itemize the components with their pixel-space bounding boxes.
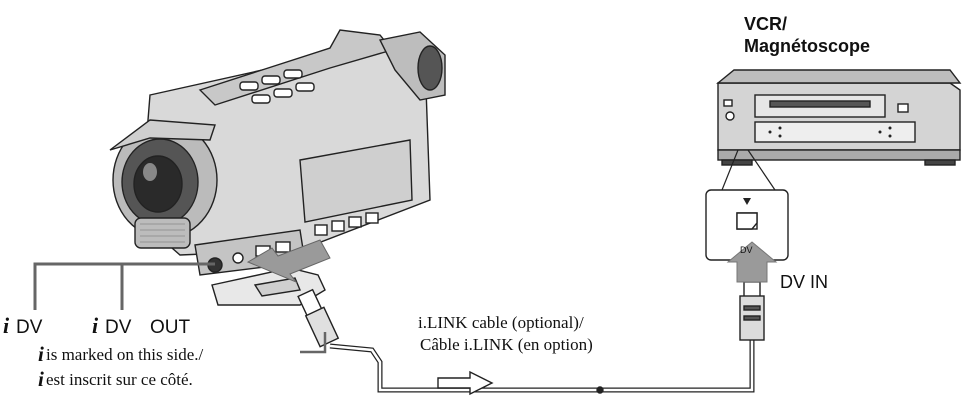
marked-label-en: is marked on this side./ — [46, 345, 204, 364]
jack-bracket — [35, 264, 215, 310]
cable-label-en: i.LINK cable (optional)/ — [418, 313, 584, 332]
ilink-glyph-4: i — [38, 367, 44, 391]
ilink-glyph-3: i — [38, 342, 44, 366]
magnetoscope-label: Magnétoscope — [744, 36, 870, 56]
vcr-icon — [718, 70, 960, 165]
cable-label-fr: Câble i.LINK (en option) — [420, 335, 593, 354]
dv-port-label: DV — [740, 245, 753, 255]
ilink-glyph-2: i — [92, 313, 99, 338]
jack-out-label: OUT — [150, 317, 191, 338]
dv-in-label: DV IN — [780, 272, 828, 292]
marked-label-fr: est inscrit sur ce côté. — [46, 370, 193, 389]
vcr-label: VCR/ — [744, 14, 787, 34]
ilink-glyph-1: i — [3, 313, 10, 338]
jack-dv-label: DV — [16, 317, 43, 338]
jack-dv-out-dv-label: DV — [105, 317, 132, 338]
